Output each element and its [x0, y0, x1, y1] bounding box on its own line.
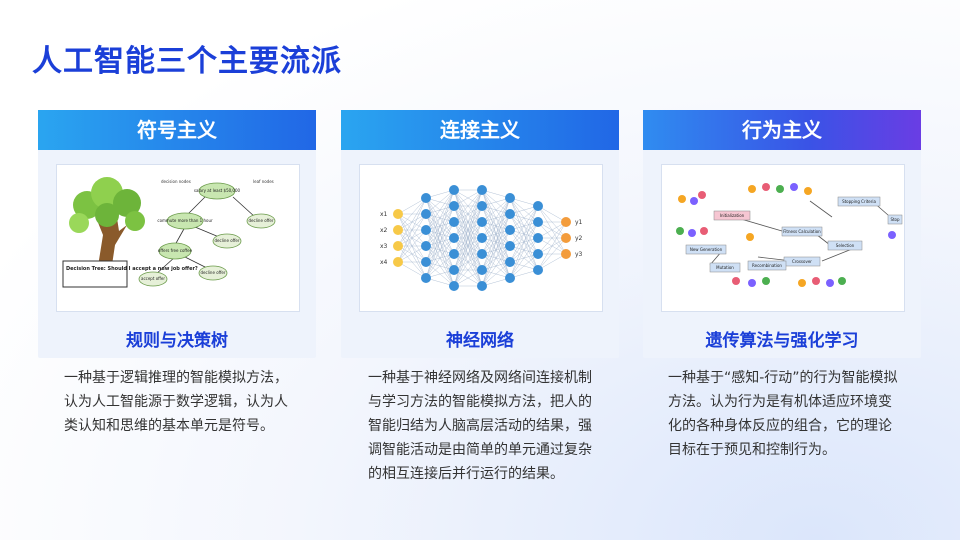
network-neuron [421, 209, 431, 219]
output-label: y1 [575, 219, 583, 226]
output-label: y3 [575, 251, 583, 258]
step-stop: Stop [890, 217, 900, 222]
network-neuron [477, 217, 487, 227]
step-initialization: Initialization [720, 213, 745, 218]
network-neuron [477, 185, 487, 195]
decision-tree-image: Decision Tree: Should I accept a new job… [56, 164, 300, 312]
leaf-decline-1: decline offer [249, 218, 274, 223]
network-neuron [477, 201, 487, 211]
step-crossover: Crossover [792, 259, 812, 264]
network-neuron [561, 249, 571, 259]
card-header: 行为主义 [643, 110, 921, 150]
network-neuron [449, 217, 459, 227]
step-fitness: Fitness Calculation [783, 229, 821, 234]
network-neuron [505, 241, 515, 251]
network-neuron [449, 249, 459, 259]
card-header: 符号主义 [38, 110, 316, 150]
network-neuron [421, 241, 431, 251]
network-neuron [393, 241, 403, 251]
network-neuron [505, 225, 515, 235]
network-neuron [505, 273, 515, 283]
label-decision-nodes: decision nodes [161, 179, 191, 184]
decision-tree-box-text: Decision Tree: Should I accept a new job… [66, 266, 198, 272]
creature-icons [676, 183, 896, 287]
node-commute: commute more than 1 hour [157, 218, 213, 223]
network-neuron [505, 209, 515, 219]
network-neuron [561, 217, 571, 227]
page-title: 人工智能三个主要流派 [32, 44, 342, 79]
network-neuron [477, 265, 487, 275]
genetic-algorithm-image: Initialization Fitness Calculation Selec… [661, 164, 905, 312]
network-neuron [393, 257, 403, 267]
card-connectionism: 连接主义 x1 x2 x3 x4 y1 y2 y3 神经网络 [341, 110, 619, 358]
leaf-accept: accept offer [141, 276, 165, 281]
network-neuron [449, 265, 459, 275]
network-neuron [449, 281, 459, 291]
network-neuron [421, 225, 431, 235]
network-neuron [393, 209, 403, 219]
card-description: 一种基于“感知-行动”的行为智能模拟方法。认为行为是有机体适应环境变化的各种身体… [668, 370, 898, 458]
network-neuron [533, 201, 543, 211]
network-neuron [421, 257, 431, 267]
input-label: x4 [380, 259, 388, 266]
card-description: 一种基于逻辑推理的智能模拟方法，认为人工智能源于数学逻辑，认为人类认知和思维的基… [64, 370, 288, 434]
input-label: x3 [380, 243, 388, 250]
card-subtitle: 神经网络 [446, 331, 514, 351]
network-neuron [449, 185, 459, 195]
network-neuron [505, 257, 515, 267]
network-neuron [449, 233, 459, 243]
network-neuron [477, 249, 487, 259]
input-label: x1 [380, 211, 388, 218]
network-neuron [449, 201, 459, 211]
neural-network-image: x1 x2 x3 x4 y1 y2 y3 [359, 164, 603, 312]
card-description: 一种基于神经网络及网络间连接机制与学习方法的智能模拟方法，把人的智能归结为人脑高… [368, 370, 592, 482]
step-selection: Selection [836, 243, 855, 248]
network-neuron [561, 233, 571, 243]
network-neuron [421, 193, 431, 203]
network-neuron [477, 233, 487, 243]
node-salary: salary at least $50,000 [194, 188, 241, 193]
network-neuron [533, 265, 543, 275]
step-new-generation: New Generation [690, 247, 723, 252]
network-neuron [533, 217, 543, 227]
output-label: y2 [575, 235, 583, 242]
card-symbolism: 符号主义 Decision Tree: Should I accept a ne… [38, 110, 316, 358]
node-coffee: offers free coffee [158, 248, 193, 253]
leaf-decline-3: decline offer [201, 270, 226, 275]
step-mutation: Mutation [716, 265, 734, 270]
card-subtitle: 规则与决策树 [126, 331, 228, 351]
network-neuron [421, 273, 431, 283]
card-behaviorism: 行为主义 Initialization Fitness Calculation … [643, 110, 921, 358]
step-stopping: Stopping Criteria [842, 199, 876, 204]
network-neuron [393, 225, 403, 235]
step-recombination: Recombination [752, 263, 782, 268]
input-label: x2 [380, 227, 388, 234]
network-neuron [533, 233, 543, 243]
card-subtitle: 遗传算法与强化学习 [705, 331, 859, 351]
network-neuron [477, 281, 487, 291]
card-header: 连接主义 [341, 110, 619, 150]
network-neuron [505, 193, 515, 203]
leaf-decline-2: decline offer [215, 238, 240, 243]
label-leaf-nodes: leaf nodes [253, 179, 274, 184]
network-neuron [533, 249, 543, 259]
